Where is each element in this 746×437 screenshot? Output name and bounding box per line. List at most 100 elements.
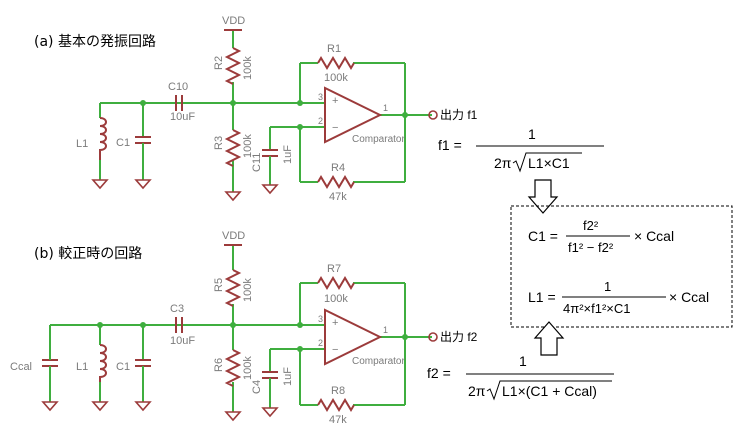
f2-numerator: 1 [519, 353, 527, 369]
ground-icon [134, 179, 152, 190]
c1-tail: × Ccal [634, 228, 674, 244]
pin-out-b: 1 [383, 325, 388, 335]
formula-f1: f1 = 1 2π L1×C1 [438, 126, 604, 173]
r5-label: R5 [213, 278, 225, 292]
c1-lhs: C1 = [528, 228, 558, 244]
pin-minus-b: 2 [318, 338, 323, 348]
pin-plus-a: 3 [318, 92, 323, 102]
formula-l1: L1 = 1 4π²×f1²×C1 × Ccal [528, 279, 709, 316]
resistor-r8 [317, 398, 355, 412]
svg-text:−: − [332, 122, 338, 134]
arrow-down-icon [527, 179, 559, 214]
title-a: (a) 基本の発振回路 [34, 33, 156, 50]
c10-label: C10 [168, 81, 188, 93]
c11-label: C11 [251, 153, 263, 172]
l1-denominator: 4π²×f1²×C1 [563, 301, 631, 316]
resistor-r4 [317, 175, 355, 189]
r7-label: R7 [327, 263, 341, 275]
c4-label: C4 [251, 380, 263, 394]
l1-numerator: 1 [604, 279, 611, 294]
r2-value: 100k [242, 56, 254, 80]
inductor-l1-b [99, 344, 107, 382]
c10-value: 10uF [170, 111, 195, 123]
l1-tail: × Ccal [669, 289, 709, 305]
capacitor-c3 [175, 317, 183, 333]
c1-denominator: f1² − f2² [568, 240, 614, 255]
resistor-r7 [317, 276, 355, 290]
formula-f2: f2 = 1 2π L1×(C1 + Ccal) [427, 353, 614, 401]
sqrt-icon [512, 152, 582, 173]
r1-label: R1 [327, 43, 341, 55]
r2-label: R2 [213, 56, 225, 70]
pin-out-a: 1 [383, 103, 388, 113]
output-label-a: 出力 f1 [440, 108, 478, 122]
l1-lhs: L1 = [528, 289, 556, 305]
capacitor-ccal [42, 359, 58, 367]
f2-lhs: f2 = [427, 365, 451, 381]
ground-icon [261, 407, 279, 418]
inductor-l1-a [99, 117, 107, 160]
svg-text:−: − [332, 344, 338, 356]
formula-c1: C1 = f2² f1² − f2² × Ccal [528, 218, 674, 255]
l1-label-b: L1 [76, 361, 88, 373]
l1-label-a: L1 [76, 138, 88, 150]
c3-label: C3 [170, 303, 184, 315]
circuit-b: (b) 較正時の回路 VDD R5 100k [10, 230, 478, 426]
r3-value: 100k [242, 134, 254, 158]
c1-label-a: C1 [116, 137, 130, 149]
f2-den-prefix: 2π [468, 383, 486, 399]
r6-label: R6 [213, 358, 225, 372]
comparator-b [324, 308, 383, 366]
comparator-a [324, 86, 383, 144]
ground-icon [224, 411, 242, 422]
resistor-r6 [224, 349, 242, 387]
r8-label: R8 [331, 385, 345, 397]
f1-den-radicand: L1×C1 [528, 155, 570, 171]
ground-icon [41, 401, 59, 412]
arrow-up-icon [533, 321, 565, 356]
c4-value: 1uF [282, 367, 294, 386]
ground-icon [134, 401, 152, 412]
r4-label: R4 [331, 162, 345, 174]
r8-value: 47k [329, 414, 347, 426]
capacitor-c4 [262, 371, 278, 379]
ground-icon [91, 401, 109, 412]
svg-text:+: + [332, 95, 338, 107]
r5-value: 100k [242, 278, 254, 302]
resistor-r3 [224, 129, 242, 167]
output-terminal-a [428, 110, 438, 120]
circuit-a: (a) 基本の発振回路 VDD R2 100k [34, 15, 478, 203]
ground-icon [91, 179, 109, 190]
r6-value: 100k [242, 356, 254, 380]
pin-plus-b: 3 [318, 314, 323, 324]
r3-label: R3 [213, 136, 225, 150]
c11-value: 1uF [282, 145, 294, 164]
ccal-label: Ccal [10, 361, 32, 373]
c1-numerator: f2² [583, 218, 599, 233]
resistor-r5 [224, 269, 242, 307]
capacitor-c1-a [135, 136, 151, 144]
ground-icon [224, 191, 242, 202]
f2-den-radicand: L1×(C1 + Ccal) [502, 383, 597, 399]
title-b: (b) 較正時の回路 [34, 246, 142, 262]
resistor-r2 [224, 47, 242, 85]
r1-value: 100k [324, 72, 348, 84]
capacitor-c10 [175, 95, 183, 111]
sqrt-icon [486, 380, 612, 401]
comparator-label-a: Comparator [352, 134, 405, 145]
vdd-label-a: VDD [222, 15, 245, 27]
pin-minus-a: 2 [318, 116, 323, 126]
calibration-formula-box [510, 205, 733, 328]
f1-den-prefix: 2π [494, 155, 512, 171]
comparator-label-b: Comparator [352, 356, 405, 367]
c3-value: 10uF [170, 335, 195, 347]
f1-lhs: f1 = [438, 137, 462, 153]
ground-icon [261, 184, 279, 195]
output-terminal-b [428, 332, 438, 342]
vdd-label-b: VDD [222, 230, 245, 242]
r7-value: 100k [324, 293, 348, 305]
svg-text:+: + [332, 317, 338, 329]
f1-numerator: 1 [528, 126, 536, 142]
c1-label-b: C1 [116, 361, 130, 373]
